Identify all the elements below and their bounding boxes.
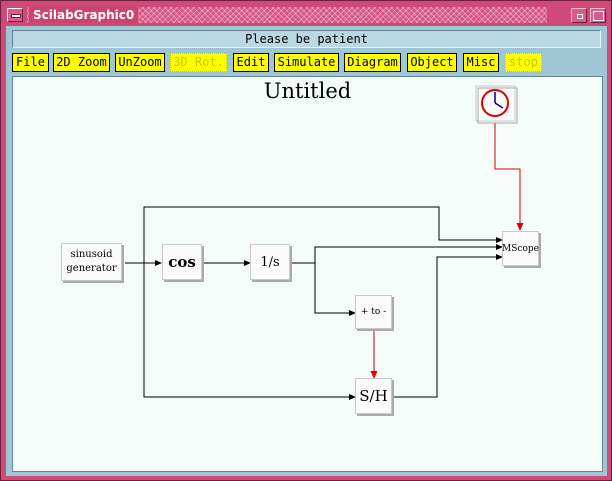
link-integrator-to-signchange[interactable] <box>314 263 356 316</box>
title-bar[interactable]: ScilabGraphic0 <box>5 5 607 25</box>
menu-bar: File 2D Zoom UnZoom 3D Rot. Edit Simulat… <box>6 52 607 74</box>
maximize-icon[interactable] <box>590 8 606 23</box>
menu-edit[interactable]: Edit <box>233 53 269 72</box>
menu-2d-zoom[interactable]: 2D Zoom <box>53 53 110 72</box>
clock-icon[interactable] <box>475 85 518 124</box>
link-samplehold-to-scope[interactable] <box>393 254 503 398</box>
block-sinusoid-label-line2: generator <box>66 263 117 274</box>
window-menu-icon[interactable] <box>7 8 23 22</box>
block-mscope[interactable]: MScope <box>502 231 539 266</box>
block-sample-hold-label: S/H <box>359 387 388 405</box>
block-cos[interactable]: cos <box>162 244 202 280</box>
client-area: Please be patient File 2D Zoom UnZoom 3D… <box>6 26 607 476</box>
menu-misc[interactable]: Misc <box>463 53 499 72</box>
diagram-title: Untitled <box>263 79 352 103</box>
menu-unzoom[interactable]: UnZoom <box>115 53 165 72</box>
diagram-canvas[interactable]: Untitled <box>12 76 603 472</box>
menu-stop[interactable]: stop <box>505 53 542 72</box>
block-sign-change[interactable]: + to - <box>355 295 392 329</box>
block-integrator-label: 1/s <box>260 254 280 270</box>
block-sinusoid-generator[interactable]: sinusoid generator <box>61 243 122 281</box>
menu-3d-rot[interactable]: 3D Rot. <box>170 53 227 72</box>
block-mscope-label: MScope <box>502 243 539 254</box>
link-integrator-to-scope[interactable] <box>292 244 503 264</box>
link-branch-to-samplehold[interactable] <box>143 263 356 400</box>
minimize-icon[interactable] <box>571 8 587 23</box>
title-area[interactable]: ScilabGraphic0 <box>27 7 547 23</box>
menu-diagram[interactable]: Diagram <box>344 53 401 72</box>
status-message: Please be patient <box>12 30 601 48</box>
menu-simulate[interactable]: Simulate <box>274 53 339 72</box>
block-sinusoid-label-line1: sinusoid <box>70 249 113 260</box>
link-branch-to-scope-top[interactable] <box>143 206 503 263</box>
menu-object[interactable]: Object <box>407 53 457 72</box>
window-title: ScilabGraphic0 <box>29 7 139 23</box>
block-sign-change-label: + to - <box>360 307 387 317</box>
block-cos-label: cos <box>168 253 196 271</box>
event-link-clock-to-scope[interactable] <box>494 123 524 231</box>
link-layer <box>125 85 524 400</box>
block-integrator[interactable]: 1/s <box>250 244 290 280</box>
block-sample-hold[interactable]: S/H <box>355 378 392 414</box>
menu-file[interactable]: File <box>12 53 49 72</box>
